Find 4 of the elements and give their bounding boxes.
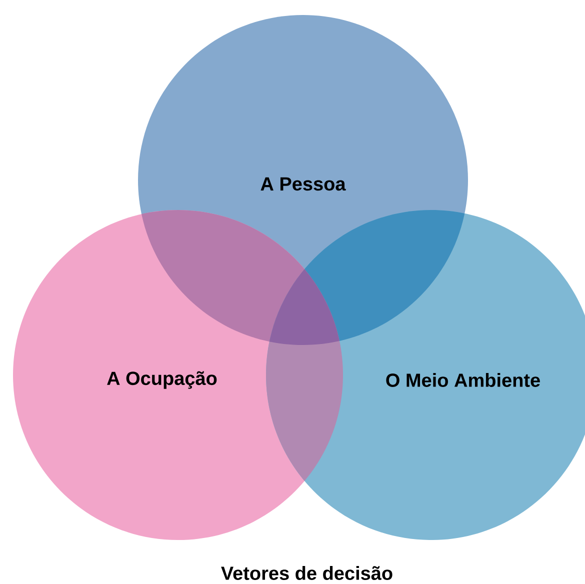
circle-label: O Meio Ambiente [386,373,540,387]
circle-label: A Pessoa [260,177,346,191]
circle-label: A Ocupação [107,371,217,389]
caption: Vetores de decisão [221,566,392,580]
